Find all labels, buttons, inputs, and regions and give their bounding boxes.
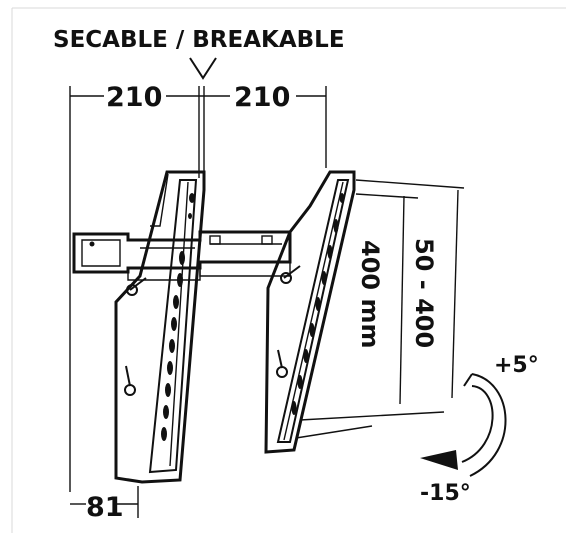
right-arm — [264, 170, 356, 454]
breakable-marker — [189, 57, 217, 80]
depth-dimension — [70, 486, 139, 518]
left-arm — [114, 170, 206, 484]
vertical-range-400mm-label: 400 mm — [356, 240, 384, 348]
tilt-down-label: -15° — [420, 481, 471, 506]
right-width-label: 210 — [234, 82, 290, 113]
vertical-range-50-400-label: 50 - 400 — [410, 238, 438, 348]
tilt-up-label: +5° — [494, 353, 539, 378]
breakable-label: SECABLE / BREAKABLE — [53, 27, 345, 53]
vertical-dimension — [295, 179, 465, 439]
left-width-label: 210 — [106, 82, 162, 113]
tilt-arrow-head — [420, 450, 458, 470]
depth-label: 81 — [86, 492, 124, 523]
tilt-arrow — [420, 373, 507, 477]
width-dimension — [69, 86, 327, 492]
wall-rail — [72, 230, 292, 281]
